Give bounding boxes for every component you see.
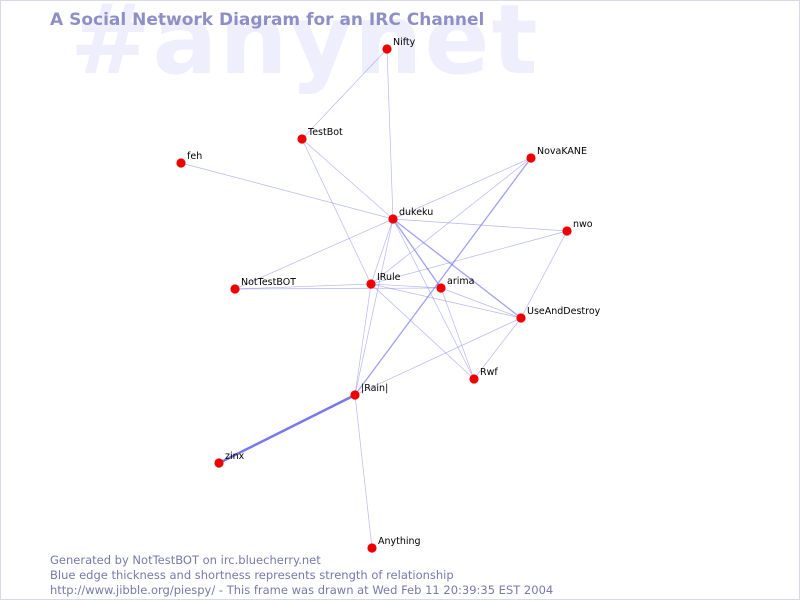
- edge-IRain-zinx: [218, 393, 356, 465]
- edge-feh-dukeku: [180, 162, 394, 220]
- node-label-nwo: nwo: [573, 219, 593, 230]
- node-IRule: IRule: [366, 272, 401, 289]
- edge-NotTestBOT-arima: [234, 287, 442, 290]
- channel-watermark: #anynet: [70, 0, 540, 96]
- edge-IRain-Anything: [354, 394, 373, 549]
- node-dot-arima: [436, 283, 446, 293]
- edge-nwo-IRule: [370, 230, 568, 285]
- node-Rwf: Rwf: [469, 367, 498, 384]
- node-dot-zinx: [214, 458, 224, 468]
- node-NotTestBOT: NotTestBOT: [230, 277, 296, 294]
- edge-arima-UseAndDestroy: [440, 287, 522, 319]
- node-dot-nwo: [562, 226, 572, 236]
- edge-IRule-arima: [370, 283, 442, 289]
- node-zinx: zinx: [214, 451, 245, 468]
- footer: Generated by NotTestBOT on irc.bluecherr…: [50, 553, 553, 598]
- edge-UseAndDestroy-IRain: [354, 317, 522, 396]
- node-label-UseAndDestroy: UseAndDestroy: [527, 306, 601, 317]
- node-dot-IRule: [366, 279, 376, 289]
- node-dot-IRain: [350, 390, 360, 400]
- edge-NotTestBOT-IRule: [234, 283, 372, 290]
- edge-dukeku-NotTestBOT: [234, 218, 394, 290]
- node-dukeku: dukeku: [388, 207, 433, 224]
- node-label-Rwf: Rwf: [480, 367, 498, 378]
- node-NovaKANE: NovaKANE: [526, 146, 587, 163]
- edge-nwo-UseAndDestroy: [520, 230, 568, 319]
- footer-generated-by: Generated by NotTestBOT on irc.bluecherr…: [50, 553, 321, 567]
- node-IRain: |Rain|: [350, 383, 388, 400]
- node-label-Anything: Anything: [378, 536, 421, 547]
- edge-IRule-IRain: [354, 283, 372, 396]
- edge-NovaKANE-IRain: [354, 157, 532, 396]
- node-dot-UseAndDestroy: [516, 313, 526, 323]
- node-arima: arima: [436, 276, 474, 293]
- node-dot-NotTestBOT: [230, 284, 240, 294]
- node-feh: feh: [176, 151, 202, 168]
- edge-dukeku-nwo: [392, 218, 568, 232]
- edge-arima-Rwf: [440, 287, 475, 380]
- edge-TestBot-IRule: [301, 138, 372, 285]
- node-label-arima: arima: [447, 276, 474, 287]
- edge-Nifty-TestBot: [301, 48, 388, 140]
- node-UseAndDestroy: UseAndDestroy: [516, 306, 601, 323]
- edge-dukeku-UseAndDestroy: [392, 218, 522, 319]
- node-nwo: nwo: [562, 219, 593, 236]
- edge-dukeku-Rwf: [392, 218, 475, 380]
- node-label-NotTestBOT: NotTestBOT: [241, 277, 296, 288]
- edge-UseAndDestroy-Rwf: [473, 317, 522, 380]
- edges-layer: [180, 48, 568, 549]
- node-dot-Nifty: [382, 44, 392, 54]
- node-Anything: Anything: [367, 536, 421, 553]
- diagram-title: A Social Network Diagram for an IRC Chan…: [50, 10, 485, 30]
- node-label-IRain: |Rain|: [361, 383, 388, 394]
- node-TestBot: TestBot: [297, 127, 343, 144]
- node-label-zinx: zinx: [225, 451, 245, 462]
- edge-dukeku-arima: [392, 218, 442, 289]
- node-label-IRule: IRule: [377, 272, 401, 283]
- edge-dukeku-NovaKANE: [392, 157, 532, 220]
- node-dot-TestBot: [297, 134, 307, 144]
- node-Nifty: Nifty: [382, 37, 416, 54]
- edge-Nifty-dukeku: [386, 48, 394, 220]
- edge-TestBot-dukeku: [301, 138, 394, 220]
- edge-NovaKANE-IRule: [370, 157, 532, 285]
- node-label-dukeku: dukeku: [399, 207, 433, 218]
- node-dot-Rwf: [469, 374, 479, 384]
- edge-dukeku-IRule: [370, 218, 394, 285]
- node-label-TestBot: TestBot: [307, 127, 343, 138]
- edge-IRule-Rwf: [370, 283, 475, 380]
- edge-dukeku-IRain: [354, 218, 394, 396]
- footer-legend-note: Blue edge thickness and shortness repres…: [50, 568, 454, 582]
- node-label-NovaKANE: NovaKANE: [537, 146, 587, 157]
- node-dot-NovaKANE: [526, 153, 536, 163]
- node-dot-Anything: [367, 543, 377, 553]
- footer-timestamp: http://www.jibble.org/piespy/ - This fra…: [50, 583, 554, 597]
- node-dot-feh: [176, 158, 186, 168]
- node-dot-dukeku: [388, 214, 398, 224]
- node-label-Nifty: Nifty: [393, 37, 416, 48]
- node-label-feh: feh: [187, 151, 202, 162]
